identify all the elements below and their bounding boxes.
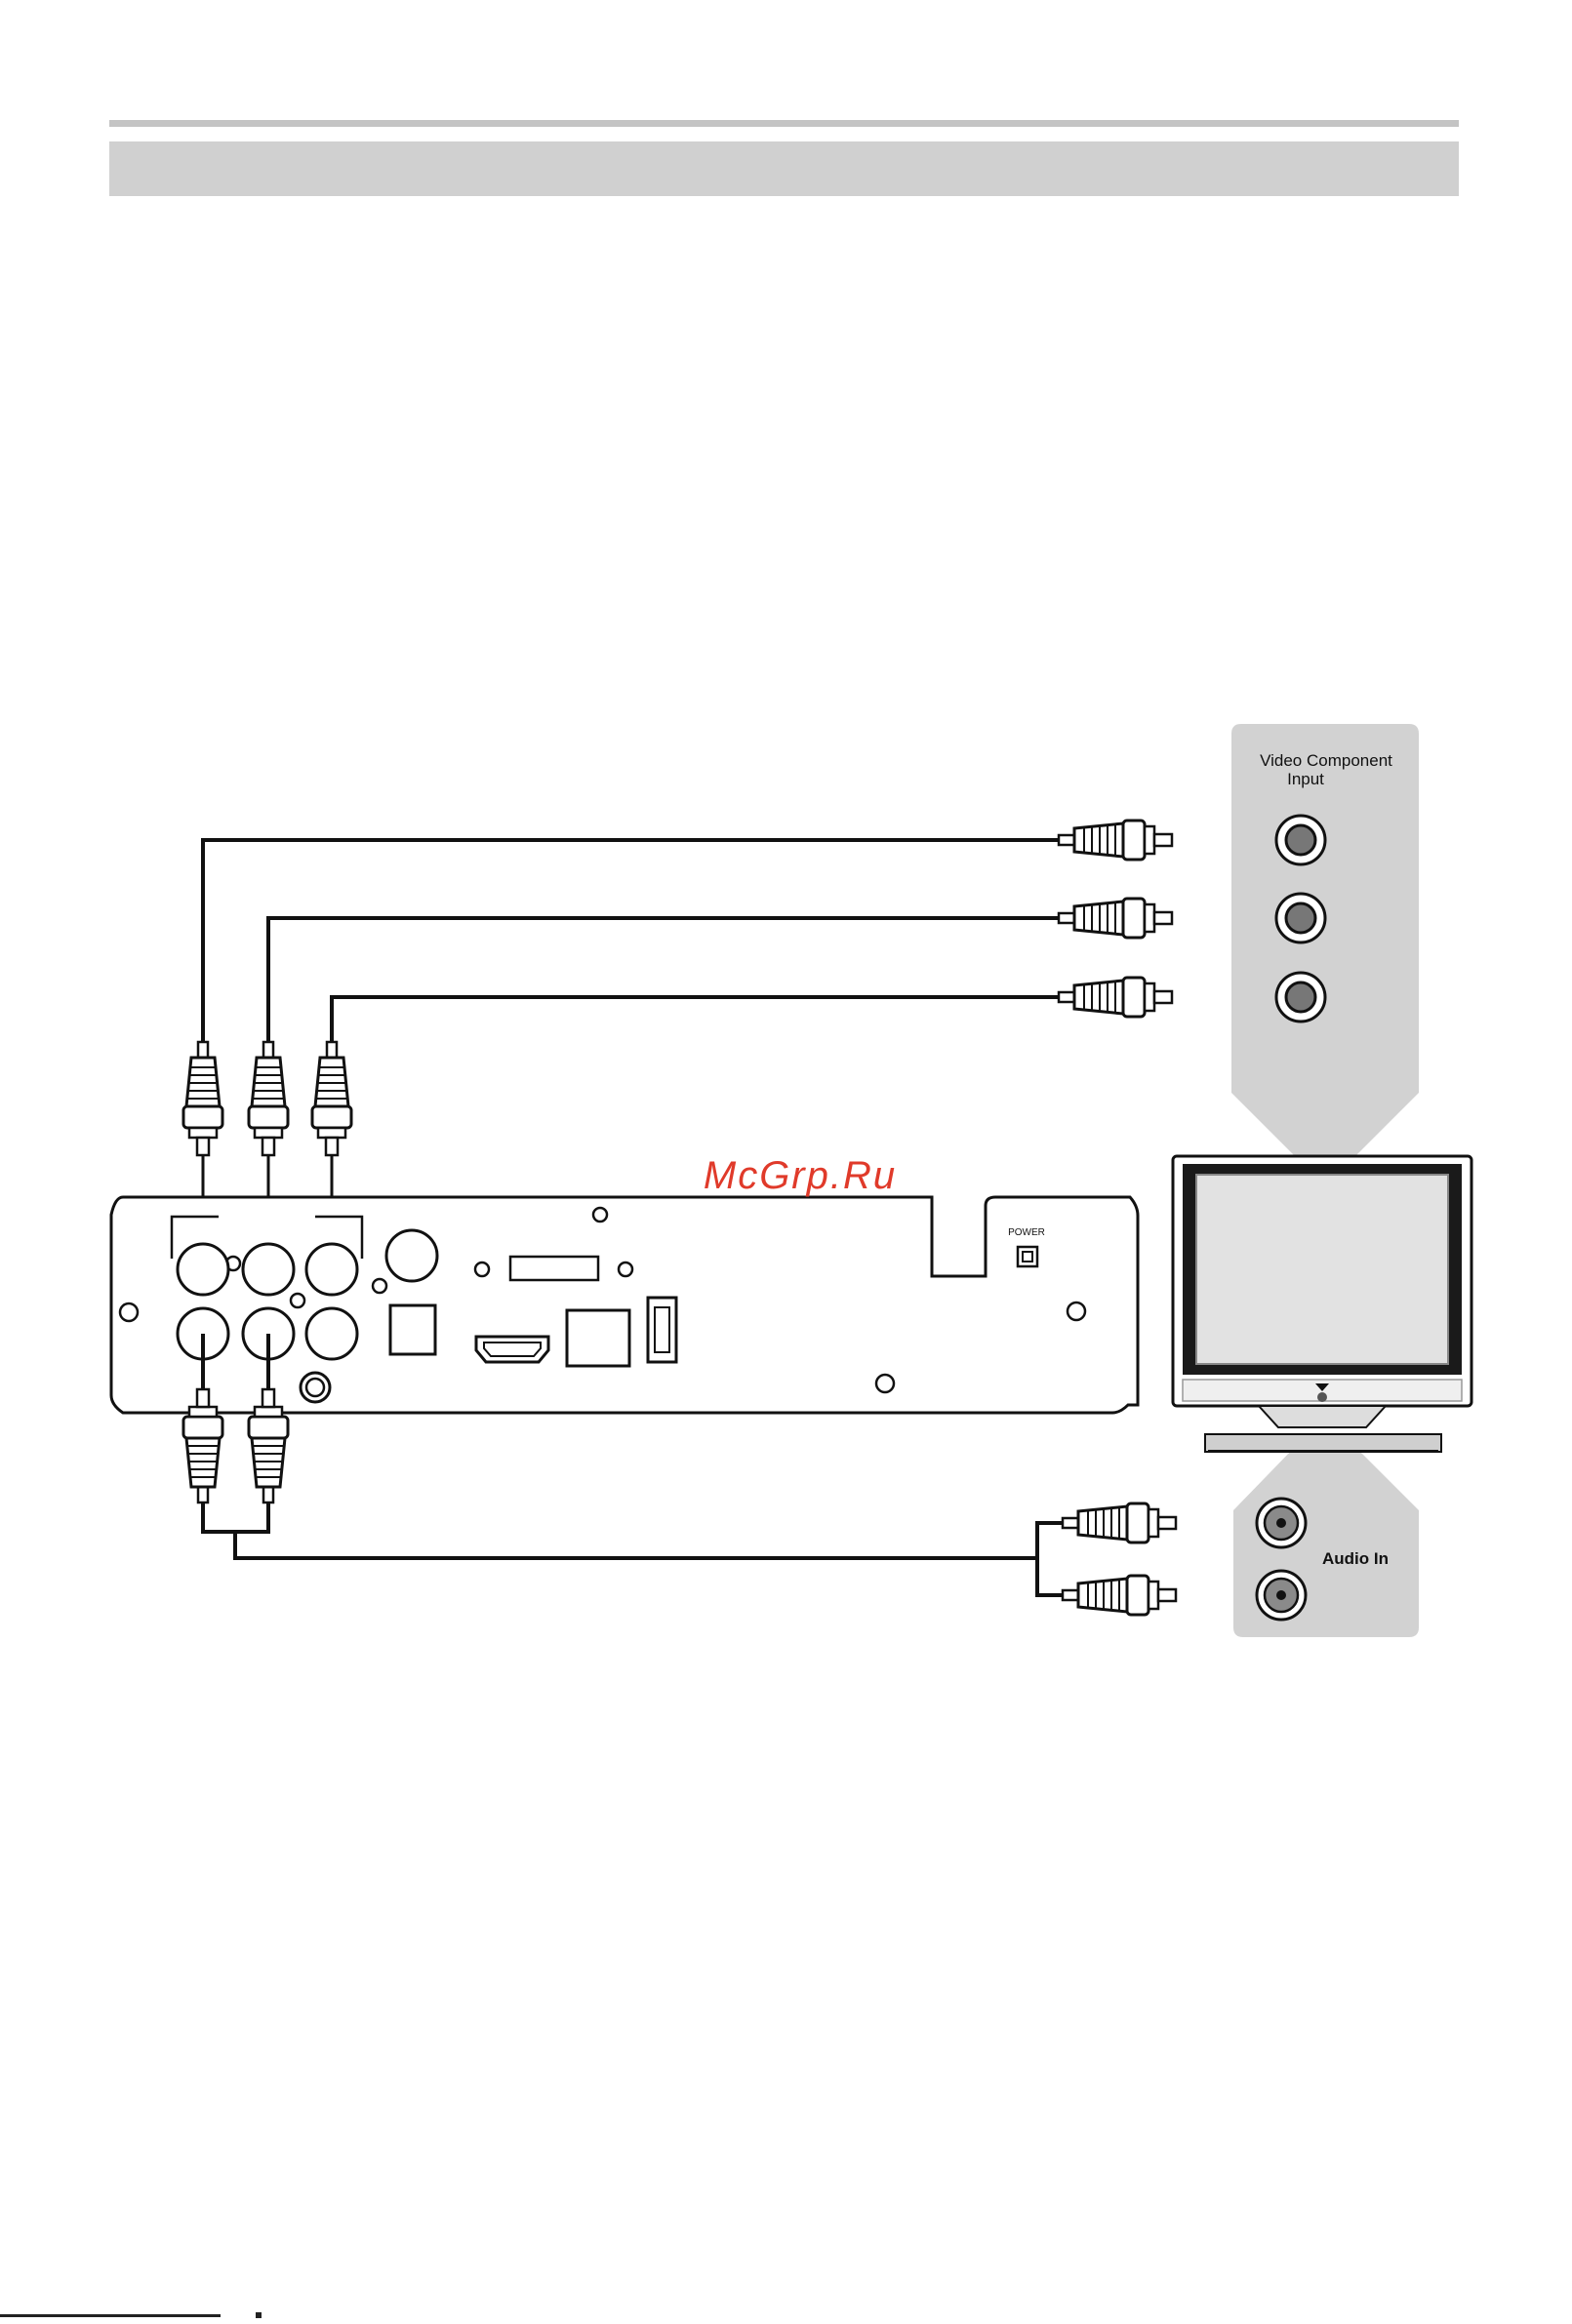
power-label: POWER — [1008, 1227, 1045, 1238]
video-component-label-line1: Video Component — [1260, 751, 1392, 770]
cable-pr — [332, 997, 1059, 1042]
rca-plug-icon — [249, 1042, 288, 1155]
rca-plug-icon — [1063, 1503, 1176, 1543]
cable-pb — [268, 918, 1059, 1042]
hdmi-port-icon — [476, 1337, 548, 1362]
component-jack-pr[interactable] — [1276, 973, 1325, 1022]
power-switch-icon[interactable] — [1018, 1247, 1037, 1266]
audio-in-panel: Audio In — [1233, 1448, 1419, 1637]
rca-plug-icon — [1063, 1576, 1176, 1615]
bottom-tick — [256, 2312, 262, 2318]
rca-plug-icon — [1059, 821, 1172, 860]
rca-plug-icon — [249, 1389, 288, 1503]
bottom-rule — [0, 2314, 221, 2317]
rca-plug-icon — [1059, 899, 1172, 938]
watermark: McGrp.Ru — [704, 1154, 897, 1197]
tv-icon — [1173, 1156, 1471, 1453]
rca-plug-icon — [312, 1042, 351, 1155]
rca-plug-icon — [1059, 978, 1172, 1017]
player-rear-panel: POWER — [111, 1197, 1138, 1413]
component-jack-pb[interactable] — [1276, 894, 1325, 942]
video-component-panel: Video Component Input — [1231, 724, 1419, 1155]
rca-plug-icon — [183, 1042, 222, 1155]
audio-jack-right[interactable] — [1257, 1571, 1306, 1620]
video-component-label-line2: Input — [1287, 770, 1324, 788]
video-cables — [203, 840, 1059, 1042]
audio-in-label: Audio In — [1322, 1549, 1389, 1568]
component-jack-y[interactable] — [1276, 816, 1325, 864]
audio-jack-left[interactable] — [1257, 1499, 1306, 1547]
rca-plug-icon — [183, 1389, 222, 1503]
